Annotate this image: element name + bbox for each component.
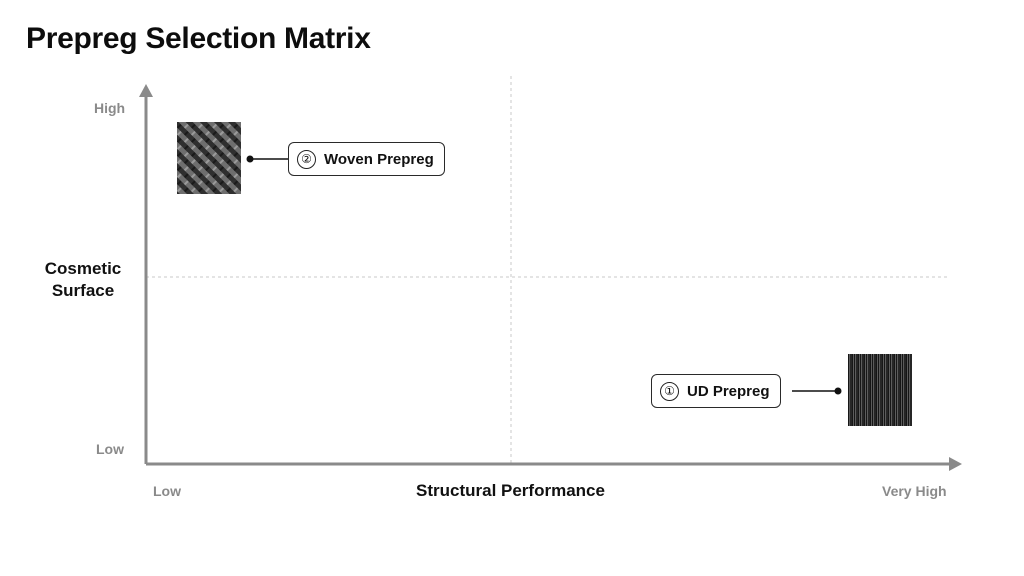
ud-swatch [848,354,912,426]
y-axis-title: Cosmetic Surface [28,258,138,302]
x-axis-title: Structural Performance [416,481,605,500]
y-axis-title-line2: Surface [51,281,115,300]
woven-connector-dot [246,155,254,163]
woven-prepreg-callout: ② Woven Prepreg [288,142,445,176]
callout-number-badge: ① [660,381,679,401]
x-axis-arrow [949,457,962,471]
ud-connector-dot [834,387,842,395]
callout-number-badge: ② [297,149,316,169]
x-axis-high-label: Very High [882,483,947,499]
x-axis-low-label: Low [153,483,181,499]
page-title: Prepreg Selection Matrix [26,22,371,55]
woven-swatch [177,122,241,194]
y-axis-title-line1: Cosmetic [44,259,122,278]
ud-prepreg-callout: ① UD Prepreg [651,374,781,408]
callout-label: UD Prepreg [687,382,770,400]
callout-label: Woven Prepreg [324,150,434,168]
y-axis-high-label: High [94,100,126,116]
y-axis-arrow [139,84,153,97]
y-axis-low-label: Low [96,441,124,457]
